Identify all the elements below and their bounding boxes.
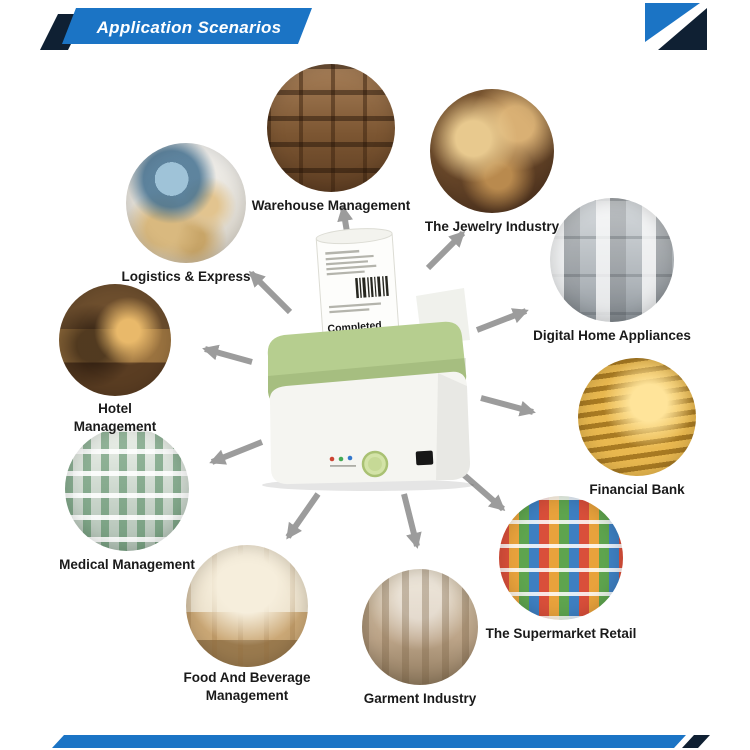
scenario-warehouse: Warehouse Management: [252, 64, 410, 213]
scenario-label: Garment Industry: [363, 691, 477, 706]
arrow-to-food-beverage: [285, 492, 321, 540]
header-banner-graphics: [40, 3, 707, 50]
printer-controls: [329, 450, 434, 478]
hotel-photo: [59, 284, 171, 396]
footer-dark-cap: [682, 735, 710, 748]
receipt-barcode: [355, 275, 389, 299]
page-title: Application Scenarios: [96, 18, 282, 37]
logistics-photo: [126, 143, 246, 263]
supermarket-photo: [499, 496, 623, 620]
arrow-to-logistics: [248, 270, 293, 315]
arrow-to-hotel: [202, 344, 253, 365]
warehouse-photo: [267, 64, 395, 192]
scenario-label: Financial Bank: [589, 482, 685, 497]
jewelry-photo: [430, 89, 554, 213]
footer-bar: [52, 735, 686, 748]
scenario-label: Hotel Management: [73, 401, 157, 434]
scenario-jewelry: The Jewelry Industry: [425, 89, 559, 234]
feed-button-inner: [368, 457, 382, 471]
scenario-garment: Garment Industry: [362, 569, 478, 706]
scenario-label: The Jewelry Industry: [424, 219, 560, 234]
scenario-food-beverage: Food And Beverage Management: [183, 545, 311, 703]
footer-bar-graphics: [52, 735, 710, 748]
scenario-label: Food And Beverage Management: [183, 670, 311, 703]
receipt-text-lines: [325, 249, 382, 314]
control-caption-line: [330, 465, 356, 467]
arrow-to-medical: [209, 439, 264, 465]
scenario-digital-appliances: Digital Home Appliances: [533, 198, 691, 343]
receipt-printer: Completed: [262, 228, 474, 491]
status-led-red: [329, 456, 335, 462]
scenario-label: Medical Management: [59, 557, 195, 572]
food-beverage-photo: [186, 545, 308, 667]
arrow-to-digital-appliances: [475, 308, 529, 333]
scenario-medical: Medical Management: [59, 427, 195, 572]
status-led-blue: [347, 455, 353, 461]
scenario-label: Digital Home Appliances: [533, 328, 691, 343]
scenario-label: Logistics & Express: [121, 269, 251, 284]
receipt-top-curl: [315, 228, 393, 245]
corner-triangle-dark: [658, 8, 707, 50]
arrow-to-financial-bank: [480, 395, 536, 417]
scenario-label: The Supermarket Retail: [485, 626, 637, 641]
scenario-logistics: Logistics & Express: [121, 143, 251, 284]
financial-bank-photo: [578, 358, 696, 476]
power-switch: [415, 450, 434, 466]
scenario-hotel: Hotel Management: [59, 284, 171, 434]
status-led-green: [338, 456, 344, 462]
arrow-to-garment: [401, 493, 422, 549]
digital-appliances-photo: [550, 198, 674, 322]
scenario-financial-bank: Financial Bank: [578, 358, 696, 497]
printer-body-side-shade: [436, 373, 471, 480]
medical-photo: [65, 427, 189, 551]
corner-triangle-blue: [645, 3, 700, 42]
header-banner-shape: [62, 8, 312, 44]
garment-photo: [362, 569, 478, 685]
scenario-label: Warehouse Management: [251, 198, 411, 213]
scenario-supermarket: The Supermarket Retail: [486, 496, 636, 641]
arrow-to-jewelry: [425, 230, 466, 271]
